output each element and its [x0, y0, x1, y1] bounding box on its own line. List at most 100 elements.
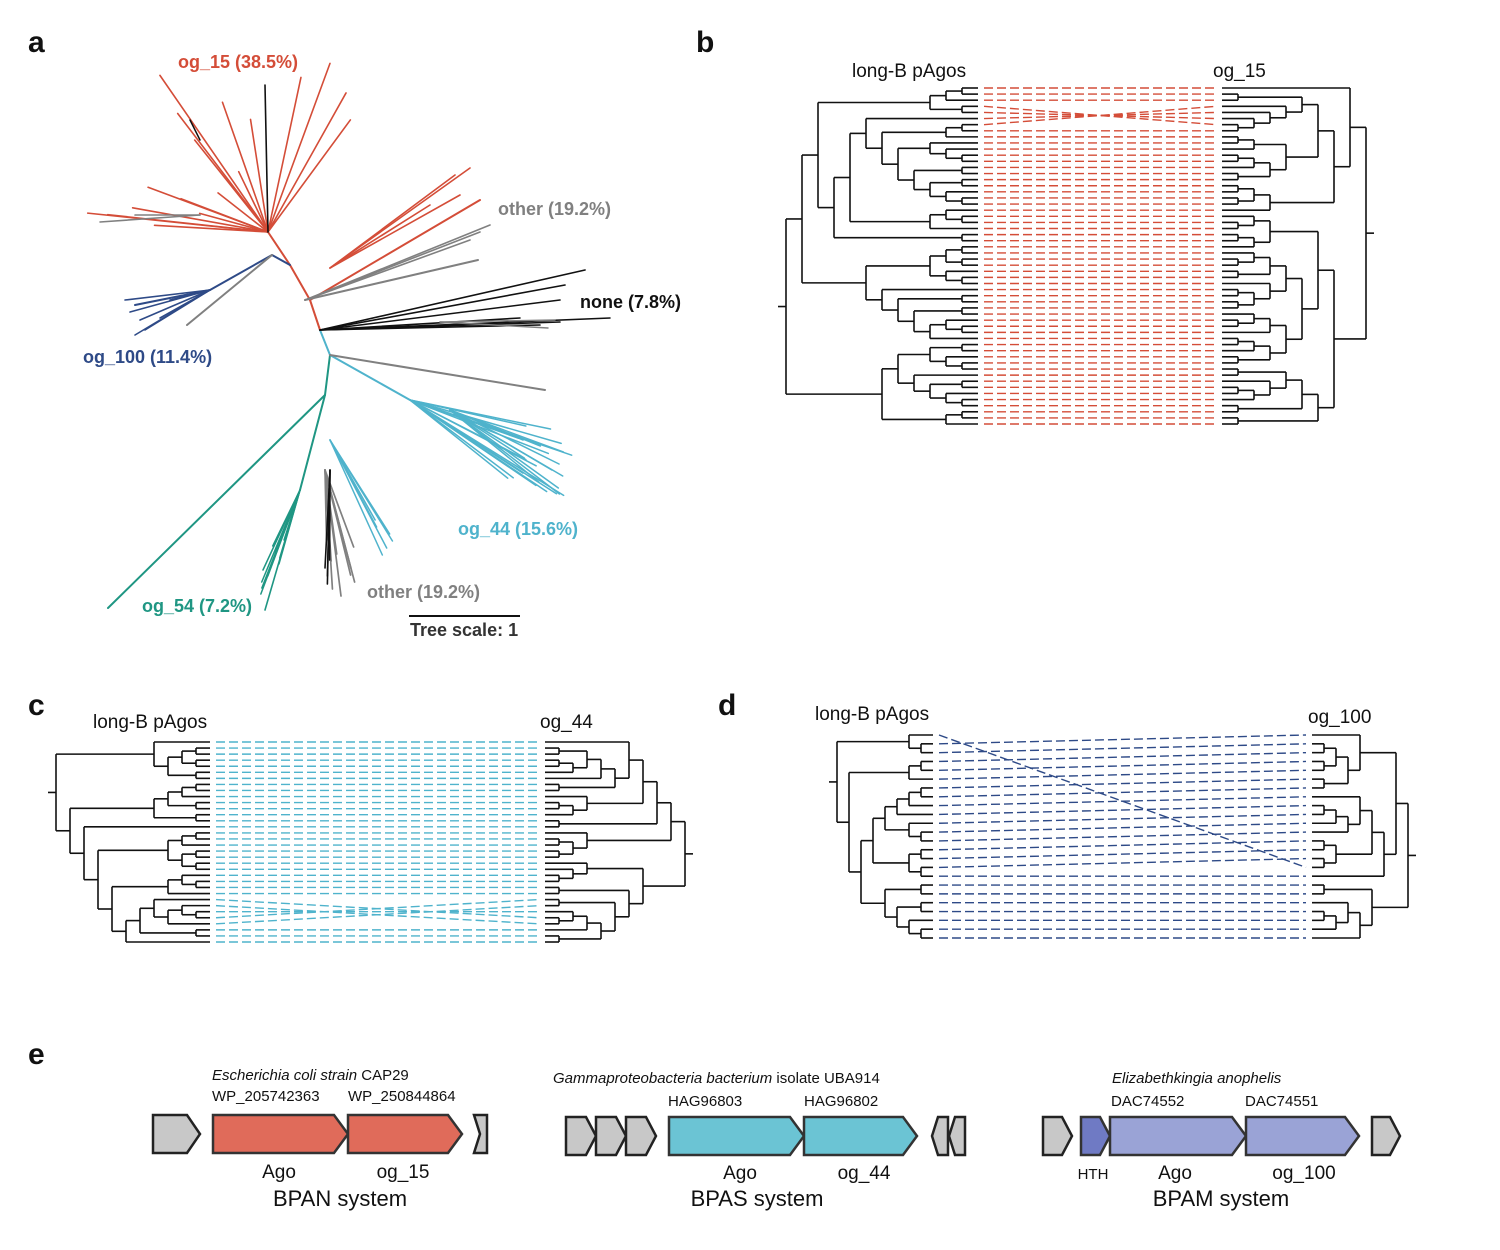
tanglegram-c — [48, 741, 693, 943]
tree-branch — [139, 289, 211, 321]
tree-branch — [221, 101, 269, 233]
clade-label-og54: og_54 (7.2%) — [142, 596, 252, 616]
organism-label: Escherichia coli strain CAP29 — [212, 1067, 409, 1084]
clade-label-none: none (7.8%) — [580, 292, 681, 312]
gene-id-label: WP_205742363 — [212, 1088, 320, 1105]
tree-branch — [260, 489, 301, 595]
organism-label: Elizabethkingia anophelis — [1112, 1070, 1282, 1087]
gene-id-label: HAG96803 — [668, 1093, 742, 1110]
panel-a-letter: a — [28, 26, 45, 59]
panel-c-letter: c — [28, 689, 45, 722]
tree-branch — [309, 199, 481, 301]
system-bpan: Escherichia coli strain CAP29 WP_2057423… — [151, 1067, 489, 1211]
tree-branch — [409, 399, 527, 427]
system-name: BPAN system — [273, 1186, 407, 1211]
tree-branch — [409, 399, 562, 445]
tree-branch — [319, 299, 561, 331]
link-line — [938, 787, 1307, 798]
system-name: BPAS system — [691, 1186, 824, 1211]
gene-id-label: HAG96802 — [804, 1093, 878, 1110]
tree-branch — [319, 284, 566, 331]
tree-branch — [267, 62, 331, 233]
og44-gene-arrow — [802, 1115, 919, 1157]
tanglegram-d-left-label: long-B pAgos — [815, 704, 929, 725]
tanglegram-c-right-label: og_44 — [540, 712, 593, 733]
tree-branch — [264, 489, 301, 611]
link-line — [938, 840, 1307, 851]
tree-branch — [217, 192, 269, 233]
og15-gene-arrow — [346, 1113, 464, 1155]
tree-branch — [299, 394, 326, 491]
tree-branch — [329, 439, 388, 549]
tree-branch — [409, 399, 573, 456]
neighbor-gene-arrow — [564, 1115, 598, 1157]
tree-branch — [159, 289, 211, 319]
neighbor-gene-arrow — [947, 1115, 967, 1157]
tree-branch — [319, 317, 521, 331]
tree-branch — [267, 92, 347, 233]
tree-branch — [124, 289, 211, 301]
tree-branch — [169, 289, 211, 301]
tree-branch — [264, 84, 269, 233]
tree-branch — [271, 254, 291, 266]
tree-branch — [409, 399, 537, 467]
link-line — [938, 751, 1307, 763]
link-line — [938, 849, 1307, 860]
tree-branch — [329, 194, 461, 269]
link-line — [938, 734, 1307, 745]
tree-branch — [209, 254, 273, 291]
gene-name-label: Ago — [723, 1163, 757, 1184]
link-line — [938, 857, 1307, 869]
tree-branch — [329, 439, 384, 556]
tree-branch — [131, 207, 269, 233]
gene-name-label: HTH — [1078, 1166, 1109, 1183]
clade-label-og100: og_100 (11.4%) — [83, 347, 212, 367]
tree-branch — [99, 214, 201, 223]
neighbor-gene-arrow — [930, 1115, 950, 1157]
unrooted-tree — [86, 62, 611, 611]
gene-id-label: DAC74551 — [1245, 1093, 1318, 1110]
link-line — [938, 813, 1307, 824]
organism-label: Gammaproteobacteria bacterium isolate UB… — [553, 1070, 880, 1087]
link-line — [938, 796, 1307, 807]
tree-branch — [189, 119, 201, 141]
system-name: BPAM system — [1153, 1186, 1290, 1211]
scale-bar-label: Tree scale: 1 — [410, 620, 518, 640]
gene-name-label: og_15 — [377, 1162, 430, 1183]
og100-gene-arrow — [1244, 1115, 1361, 1157]
tree-branch — [319, 329, 331, 356]
tree-branch — [249, 118, 269, 233]
tree-branch — [439, 321, 549, 329]
tree-branch — [439, 319, 556, 323]
tree-branch — [267, 231, 291, 266]
tanglegram-b — [778, 87, 1374, 425]
tree-branch — [237, 170, 269, 233]
clade-label-og15: og_15 (38.5%) — [178, 52, 298, 72]
tree-branch — [153, 224, 269, 233]
neighbor-gene-arrow — [472, 1113, 489, 1155]
ago-gene-arrow — [667, 1115, 806, 1157]
tree-branch — [449, 409, 560, 465]
tree-branch — [304, 239, 471, 301]
tree-branch — [409, 399, 509, 479]
tree-branch — [326, 469, 331, 585]
tree-branch — [329, 354, 546, 391]
ago-gene-arrow — [211, 1113, 350, 1155]
link-line — [938, 769, 1307, 780]
clade-label-other-top: other (19.2%) — [498, 199, 611, 219]
link-line — [938, 778, 1307, 789]
tree-branch — [409, 399, 565, 497]
gene-id-label: DAC74552 — [1111, 1093, 1184, 1110]
tree-branch — [186, 254, 273, 326]
tree-branch — [304, 259, 479, 301]
tanglegram-b-right-label: og_15 — [1213, 61, 1266, 82]
tree-branch — [86, 212, 269, 233]
tree-branch — [159, 74, 269, 233]
tree-branch — [193, 139, 269, 233]
clade-label-other-bottom: other (19.2%) — [367, 582, 480, 602]
neighbor-gene-arrow — [624, 1115, 658, 1157]
tree-branch — [309, 299, 321, 331]
panel-d-letter: d — [718, 689, 736, 722]
gene-name-label: og_44 — [838, 1163, 891, 1184]
